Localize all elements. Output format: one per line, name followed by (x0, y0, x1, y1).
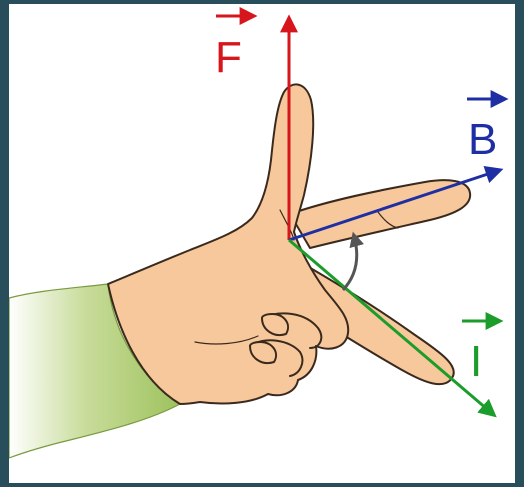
pinky-fingernail (249, 341, 278, 364)
pinky-finger-fold (249, 339, 304, 377)
current-vector-arrow (288, 238, 497, 418)
index-crease (377, 211, 399, 229)
field-label: B (468, 115, 497, 164)
ring-fingernail (261, 313, 290, 336)
force-label: F (215, 33, 242, 82)
palm-crease (194, 335, 259, 345)
left-hand-rule-diagram: F B I (9, 7, 509, 459)
curved-angle-arrow-icon (341, 231, 364, 292)
current-label: I (470, 337, 482, 386)
field-vector-arrow (288, 165, 504, 242)
diagram-panel: F B I (9, 4, 515, 483)
